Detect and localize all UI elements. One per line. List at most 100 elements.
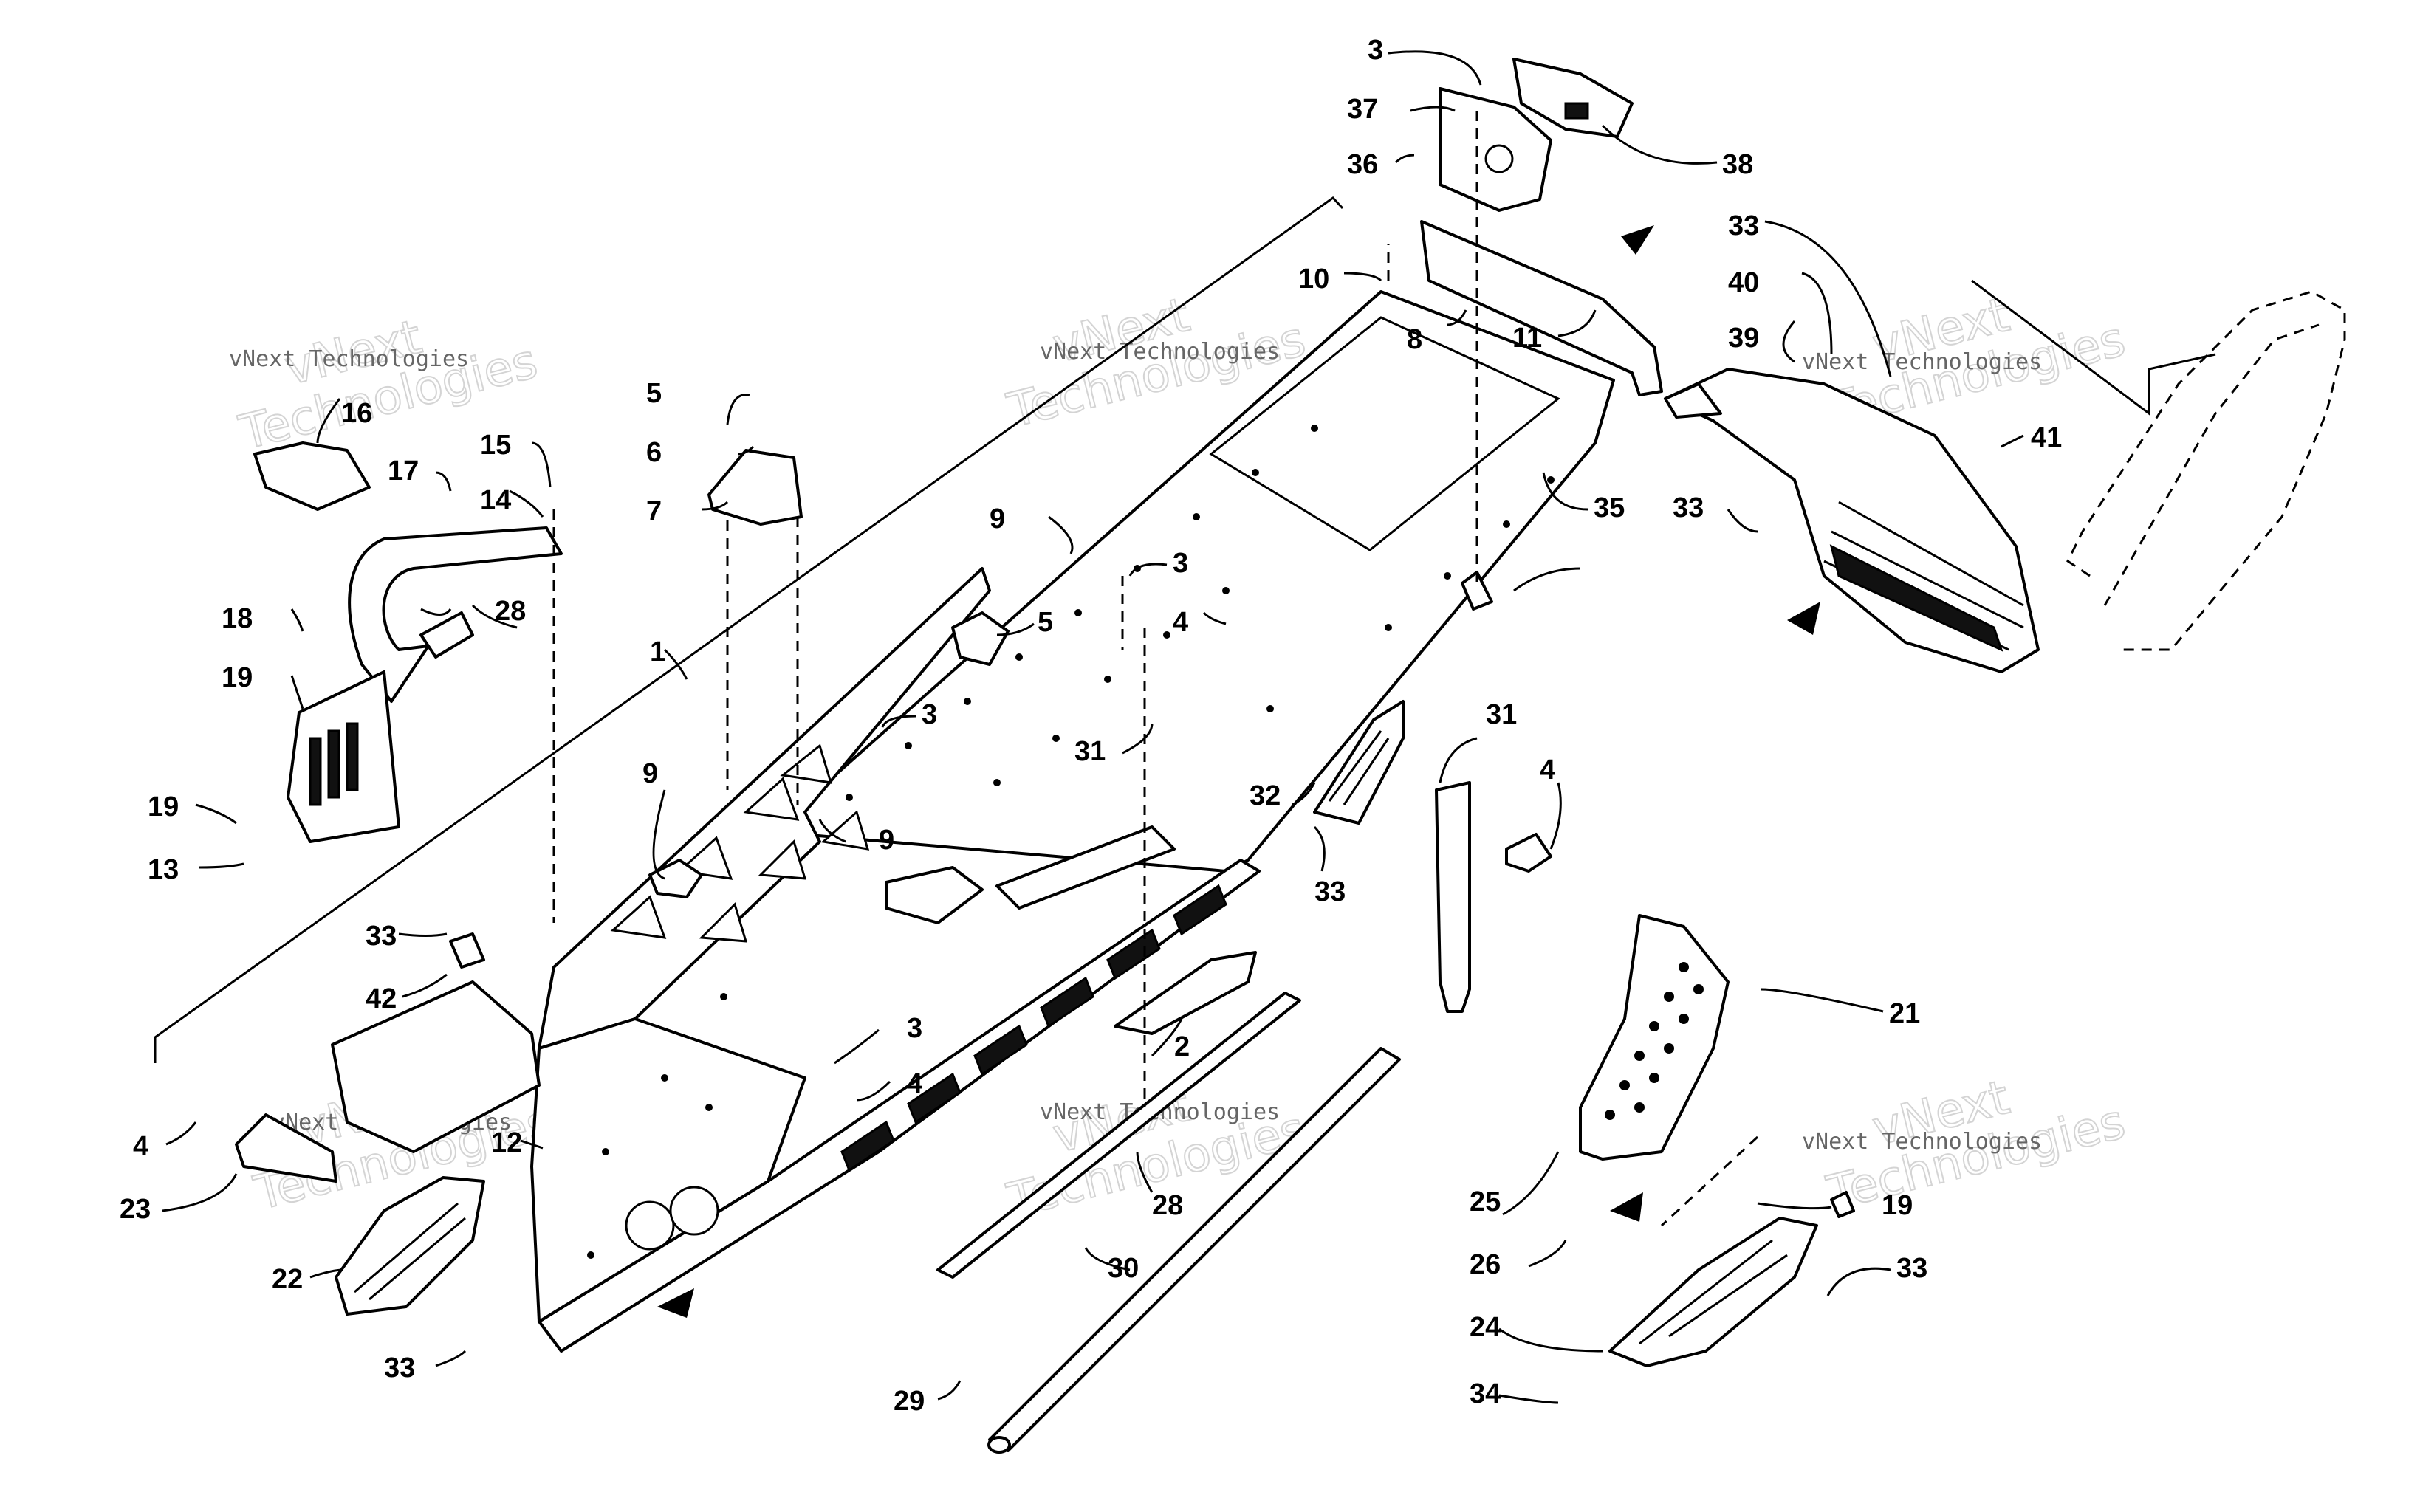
bracket-7 xyxy=(707,449,803,526)
callout-5: 5 xyxy=(646,378,662,409)
callout-9: 8 xyxy=(1407,324,1422,355)
watermark-small-top-center: vNext Technologies xyxy=(1040,339,1280,365)
callout-31: 32 xyxy=(1250,780,1281,811)
callout-41: 42 xyxy=(366,983,397,1014)
bracket-23 xyxy=(235,1113,337,1183)
callout-11: 10 xyxy=(1298,264,1329,295)
bracket-8 xyxy=(648,859,703,898)
callout-35: 36 xyxy=(1347,149,1378,180)
callout-22: 22 xyxy=(272,1264,303,1295)
bracket-32-holes xyxy=(1328,730,1390,805)
callout-1: 1 xyxy=(650,636,665,667)
callout-28: 29 xyxy=(894,1386,925,1417)
rear-bumper-arrow-top xyxy=(1621,225,1654,255)
assembly-lines xyxy=(552,111,1759,1227)
callout-30: 31 xyxy=(1486,699,1517,730)
tunnel-seat-plate xyxy=(1209,316,1560,551)
heat-shield-20 xyxy=(287,670,400,843)
rear-bumper-arrow-bottom xyxy=(1787,602,1820,635)
callout-37: 38 xyxy=(1722,149,1753,180)
rail-27 xyxy=(936,992,1301,1279)
skid-plate-22-ribs xyxy=(354,1202,466,1301)
side-rails xyxy=(936,992,1401,1454)
callout-10: 9 xyxy=(990,504,1005,535)
rear-bumper-bracket-lines xyxy=(1971,279,2216,416)
callout-23: 23 xyxy=(120,1194,151,1225)
running-board-upper xyxy=(995,825,1176,910)
bracket-42 xyxy=(1461,571,1493,611)
callout-36: 37 xyxy=(1347,94,1378,125)
skid-plate-24 xyxy=(1608,1217,1818,1367)
callout-28: 28 xyxy=(495,596,526,627)
rear-bumper xyxy=(1664,368,2040,673)
rail-29-end xyxy=(987,1436,1011,1454)
callout-5: 5 xyxy=(1038,607,1053,638)
heat-shield-slots xyxy=(309,722,359,806)
callout-20: 19 xyxy=(222,662,253,693)
callout-26: 26 xyxy=(1470,1249,1501,1280)
bracket-5-upper xyxy=(951,611,1010,666)
top-hinge-cover xyxy=(1512,58,1634,138)
part-1-bracket xyxy=(154,196,1344,1063)
callout-19: 18 xyxy=(222,603,253,634)
callout-38: 39 xyxy=(1728,323,1759,354)
watermark-small-bottom-right: vNext Technologies xyxy=(1802,1129,2042,1155)
callout-4: 4 xyxy=(907,1068,922,1099)
left-front-bracket xyxy=(331,980,541,1153)
callout-4: 4 xyxy=(1540,755,1555,786)
callout-labels: 3 37 36 38 10 11 8 33 40 39 41 33 35 5 6… xyxy=(120,35,2062,1417)
left-upper-parts xyxy=(253,441,563,843)
bulkhead-hole-left xyxy=(625,1200,675,1251)
callout-7: 7 xyxy=(646,496,662,527)
front-bulkhead xyxy=(530,1017,806,1323)
watermark-small-top-right: vNext Technologies xyxy=(1802,349,2042,375)
callout-33: 33 xyxy=(384,1353,415,1384)
tunnel-assembly xyxy=(154,196,1615,1353)
footrest-arrow xyxy=(1610,1192,1643,1222)
seat-cover-17 xyxy=(253,441,371,511)
callout-8: 9 xyxy=(642,758,658,789)
callout-33: 33 xyxy=(1896,1253,1927,1284)
callout-3: 3 xyxy=(1173,548,1188,579)
callout-33: 33 xyxy=(1673,492,1704,523)
callout-21: 21 xyxy=(1889,998,1920,1029)
leader-lines xyxy=(162,50,2024,1404)
footrest-25 xyxy=(1579,914,1730,1161)
top-hinge-tab xyxy=(1564,102,1589,120)
rear-bumper-assembly xyxy=(1621,225,2346,673)
callout-29: 30 xyxy=(1108,1253,1139,1284)
handle-plate-28 xyxy=(419,611,474,659)
callout-17: 16 xyxy=(341,398,372,429)
callout-6: 6 xyxy=(646,437,662,468)
callout-15: 14 xyxy=(480,485,511,516)
callout-2: 2 xyxy=(1174,1031,1190,1062)
callout-12: 11 xyxy=(1512,323,1542,354)
callout-39: 40 xyxy=(1728,267,1759,298)
callout-25: 25 xyxy=(1470,1186,1501,1217)
rear-bumper-grip xyxy=(1829,544,2003,652)
callout-24: 24 xyxy=(1470,1312,1501,1343)
center-bracket xyxy=(885,866,984,924)
callout-9: 9 xyxy=(879,825,894,856)
top-mount-hole xyxy=(1484,144,1514,173)
callout-4: 4 xyxy=(1173,607,1188,638)
bracket-41 xyxy=(449,932,485,969)
footrest-holes xyxy=(1605,962,1704,1120)
small-brackets xyxy=(235,449,1552,1183)
callout-33: 33 xyxy=(1728,210,1759,241)
skid-plate-ribs xyxy=(1639,1239,1788,1345)
callout-33: 34 xyxy=(1470,1378,1501,1409)
ring-4 xyxy=(1505,833,1552,873)
callout-19: 19 xyxy=(1882,1190,1913,1221)
callout-33: 33 xyxy=(366,921,397,952)
callout-32: 33 xyxy=(1314,876,1346,907)
callout-34: 35 xyxy=(1594,492,1625,523)
callout-31: 31 xyxy=(1074,736,1106,767)
rear-bumper-inner-phantom xyxy=(2103,323,2320,606)
rear-cross-bracket xyxy=(1420,220,1663,396)
callout-40: 41 xyxy=(2031,422,2062,453)
callout-3: 3 xyxy=(922,699,937,730)
callout-3: 3 xyxy=(907,1013,922,1044)
callout-18: 17 xyxy=(388,456,419,487)
